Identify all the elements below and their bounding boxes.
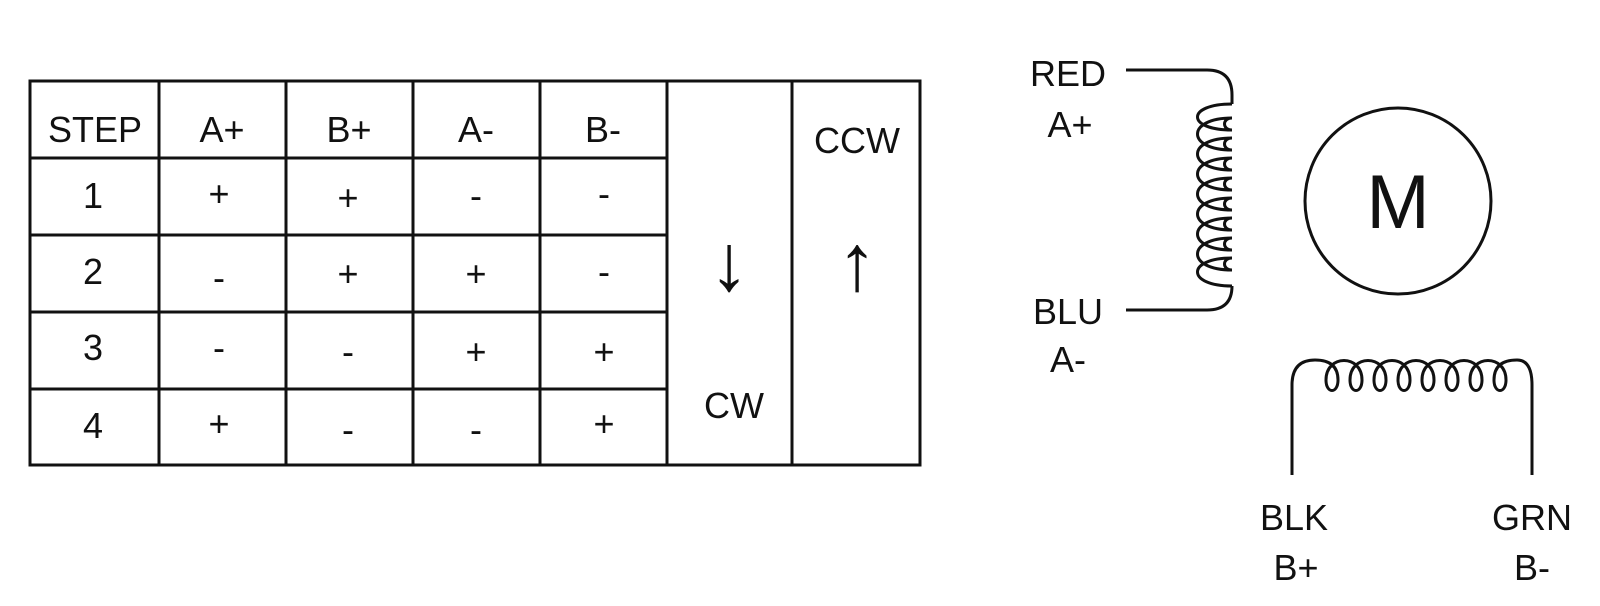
cell-b-plus: - [342, 409, 354, 450]
table-row: 4 + - - + [83, 403, 615, 450]
wire-grn-label: GRN [1492, 497, 1572, 538]
coil-a-bottom-lead [1126, 285, 1234, 312]
cell-b-plus: - [342, 331, 354, 372]
phase-a-plus-label: A+ [1047, 104, 1092, 145]
table-header-row: STEP A+ B+ A- B- [48, 109, 621, 150]
table-row: 1 + + - - [83, 173, 610, 218]
coil-a-top-lead [1126, 68, 1234, 104]
cell-a-plus: + [208, 173, 229, 214]
coil-a [1126, 68, 1234, 312]
ccw-label: CCW [814, 120, 900, 161]
header-step: STEP [48, 109, 142, 150]
cell-b-minus: - [598, 173, 610, 214]
step-number: 4 [83, 405, 103, 446]
ccw-column: CCW ↑ [814, 120, 900, 307]
header-b-minus: B- [585, 109, 621, 150]
header-a-minus: A- [458, 109, 494, 150]
cell-b-plus: + [337, 177, 358, 218]
step-number: 3 [83, 327, 103, 368]
cw-arrow-icon: ↓ [709, 218, 749, 307]
step-number: 2 [83, 251, 103, 292]
cell-a-minus: - [470, 409, 482, 450]
step-number: 1 [83, 175, 103, 216]
cell-a-plus: - [213, 327, 225, 368]
header-b-plus: B+ [326, 109, 371, 150]
table-outline [28, 79, 922, 467]
phase-b-minus-label: B- [1514, 547, 1550, 588]
motor-label: M [1366, 160, 1429, 245]
table-row: 2 - + + - [83, 251, 610, 298]
wire-red-label: RED [1030, 53, 1106, 94]
cell-a-minus: + [465, 253, 486, 294]
motor-circle [1303, 106, 1493, 296]
header-a-plus: A+ [199, 109, 244, 150]
coil-b-winding [1290, 358, 1534, 475]
wire-blu-label: BLU [1033, 291, 1103, 332]
coil-b [1290, 358, 1534, 475]
step-sequence-table [28, 79, 922, 467]
cell-b-minus: - [598, 251, 610, 292]
table-row: 3 - - + + [83, 327, 615, 372]
motor-symbol: M [1303, 106, 1493, 296]
coil-b-labels: BLK B+ GRN B- [1260, 497, 1572, 588]
coil-a-labels: RED A+ BLU A- [1030, 53, 1106, 380]
cell-a-plus: - [213, 257, 225, 298]
cell-b-minus: + [593, 403, 614, 444]
cw-column: ↓ CW [704, 218, 764, 426]
cw-label: CW [704, 385, 764, 426]
phase-a-minus-label: A- [1050, 339, 1086, 380]
cell-b-minus: + [593, 331, 614, 372]
wire-blk-label: BLK [1260, 497, 1328, 538]
cell-a-minus: - [470, 175, 482, 216]
phase-b-plus-label: B+ [1273, 547, 1318, 588]
cell-a-plus: + [208, 403, 229, 444]
ccw-arrow-icon: ↑ [837, 218, 877, 307]
coil-a-winding [1196, 102, 1233, 288]
cell-a-minus: + [465, 331, 486, 372]
cell-b-plus: + [337, 253, 358, 294]
